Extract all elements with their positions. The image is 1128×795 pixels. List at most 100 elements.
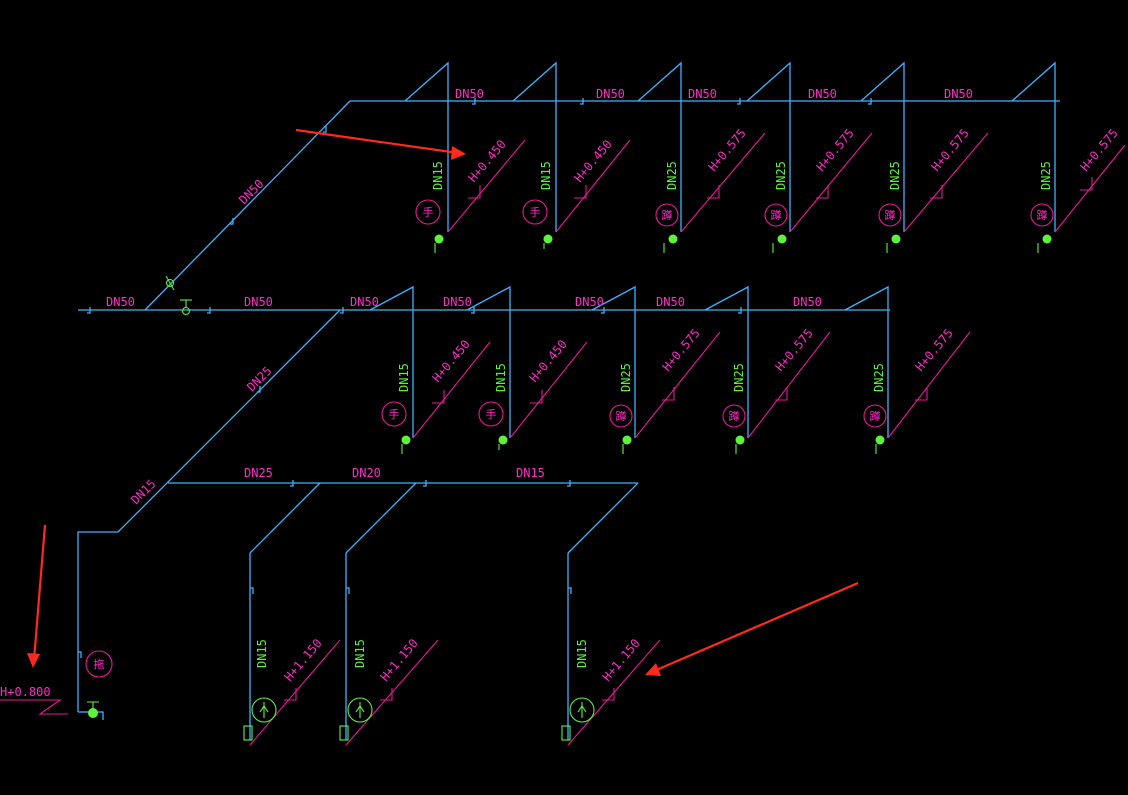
pipe-size-label: DN50 [944, 87, 973, 101]
branch-size-labels: DN15 DN15 DN25 DN25 DN25 DN25 DN15 DN15 … [255, 161, 1053, 668]
branch-valves [88, 234, 1052, 718]
middle-riser-diagonal [117, 309, 341, 533]
vent-triangle [637, 61, 682, 102]
elevation-label: H+0.450 [572, 137, 615, 185]
squat-toilet-icon [655, 203, 679, 227]
branch-size-label: DN25 [1039, 161, 1053, 190]
pipe-size-label: DN25 [244, 466, 273, 480]
vent-triangle [746, 61, 791, 102]
upper-riser-diagonal [144, 100, 351, 311]
vent-triangle [844, 285, 889, 311]
vent-triangle [466, 285, 511, 311]
branch-size-label: DN15 [494, 363, 508, 392]
branch-size-label: DN25 [888, 161, 902, 190]
handwash-fixture-icon [381, 401, 407, 427]
fixture-glyph: 蹲 [662, 208, 673, 222]
elevation-leaders [0, 132, 1126, 746]
fixture-glyph: 手 [423, 205, 434, 219]
fixture-glyph: 蹲 [729, 409, 740, 423]
fixture-glyph: 手 [486, 407, 497, 421]
squat-toilet-icon [609, 404, 633, 428]
branch-size-label: DN25 [619, 363, 633, 392]
branch-size-label: DN15 [431, 161, 445, 190]
squat-toilet-icon [863, 404, 887, 428]
handwash-fixture-icon [415, 199, 441, 225]
branch-size-label: DN15 [255, 639, 269, 668]
handwash-fixture-icon [522, 199, 548, 225]
pipe-size-label: DN50 [455, 87, 484, 101]
squat-toilet-icon [764, 203, 788, 227]
elevation-label: H+0.575 [913, 326, 956, 374]
squat-toilet-icon [1030, 203, 1054, 227]
fixtures [85, 199, 1054, 723]
elevation-label: H+0.575 [929, 126, 972, 174]
elevation-label: H+0.575 [660, 326, 703, 374]
vent-triangle [512, 61, 557, 102]
annotation-arrows [27, 128, 859, 676]
elevation-label: H+0.450 [430, 337, 473, 385]
elevation-label: H+0.575 [773, 326, 816, 374]
elevation-label: H+0.575 [1078, 126, 1121, 174]
lower-diagonal [249, 482, 321, 554]
pipe-size-label: DN50 [236, 177, 266, 207]
pipe-size-label: DN50 [244, 295, 273, 309]
pipe-size-label: DN50 [350, 295, 379, 309]
vent-triangle [1011, 61, 1056, 102]
branch-size-label: DN25 [665, 161, 679, 190]
pipe-size-label: DN20 [352, 466, 381, 480]
valve-stems [87, 243, 1039, 741]
pipe-size-label: DN50 [596, 87, 625, 101]
vent-triangle [704, 285, 749, 311]
pipe-size-label: DN50 [793, 295, 822, 309]
branch-size-label: DN25 [774, 161, 788, 190]
urinal-fixture-icon [347, 697, 373, 723]
vent-triangle [591, 285, 636, 311]
pipe-size-label: DN50 [808, 87, 837, 101]
fixture-glyph: 手 [530, 205, 541, 219]
fixture-glyph: 蹲 [1037, 208, 1048, 222]
branch-size-label: DN15 [353, 639, 367, 668]
pipe-size-label: DN50 [106, 295, 135, 309]
branch-size-label: DN25 [732, 363, 746, 392]
valve-icon [165, 275, 175, 291]
left-outlet [78, 711, 104, 720]
elevation-label: H+1.150 [600, 636, 643, 684]
elevation-label: H+0.450 [466, 137, 509, 185]
pipe-size-label: DN15 [128, 477, 158, 507]
fixture-glyph: 蹲 [616, 409, 627, 423]
fixture-glyphs: 手 手 蹲 蹲 蹲 蹲 手 手 蹲 蹲 蹲 拖 [94, 205, 1048, 671]
urinal-fixture-icon [569, 697, 595, 723]
fixture-glyph: 蹲 [870, 409, 881, 423]
pipe-size-label: DN50 [575, 295, 604, 309]
vent-triangle [369, 285, 414, 311]
mop-sink-icon [85, 650, 113, 678]
branch-size-label: DN25 [872, 363, 886, 392]
fixture-glyph: 手 [389, 407, 400, 421]
elevation-label: H+0.450 [527, 337, 570, 385]
valve-icon [180, 299, 192, 316]
elevation-label: H+1.150 [282, 636, 325, 684]
vent-triangle [860, 61, 905, 102]
fixture-glyph: 拖 [94, 657, 105, 671]
elevation-label: H+0.575 [706, 126, 749, 174]
urinal-fixture-icon [251, 697, 277, 723]
pipe-size-label: DN50 [443, 295, 472, 309]
fixture-glyph: 蹲 [771, 208, 782, 222]
pipe-network [77, 61, 1060, 740]
elevation-label: H+0.800 [0, 685, 51, 699]
pipe-size-label: DN15 [516, 466, 545, 480]
squat-toilet-icon [878, 203, 902, 227]
elevation-label: H+1.150 [378, 636, 421, 684]
pipe-size-label: DN50 [656, 295, 685, 309]
pipe-size-label: DN50 [688, 87, 717, 101]
elevation-labels: H+0.450 H+0.450 H+0.575 H+0.575 H+0.575 … [0, 126, 1121, 699]
lower-diagonal [567, 482, 639, 554]
elevation-label: H+0.575 [814, 126, 857, 174]
vent-triangle [404, 61, 449, 102]
handwash-fixture-icon [478, 401, 504, 427]
left-drop-pipe [77, 531, 118, 712]
branch-size-label: DN15 [575, 639, 589, 668]
squat-toilet-icon [722, 404, 746, 428]
branch-size-label: DN15 [397, 363, 411, 392]
